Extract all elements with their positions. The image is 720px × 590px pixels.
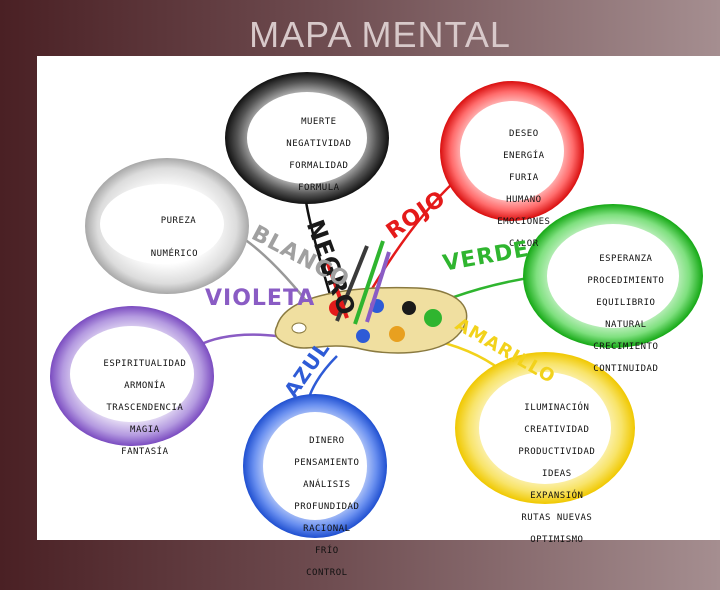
cloud-text-rojo: DESEO ENERGÍA FURIA HUMANO EMOCIONES CAL… bbox=[467, 118, 557, 261]
cloud-line: DINERO bbox=[309, 436, 345, 446]
cloud-line: PROFUNDIDAD bbox=[294, 502, 360, 512]
cloud-line: EQUILIBRIO bbox=[596, 298, 656, 308]
cloud-line: ENERGÍA bbox=[503, 151, 545, 161]
cloud-amarillo bbox=[455, 352, 635, 504]
cloud-line: TRASCENDENCIA bbox=[106, 403, 184, 413]
cloud-azul bbox=[243, 394, 387, 538]
cloud-line: FURIA bbox=[509, 173, 539, 183]
cloud-line: CRECIMIENTO bbox=[593, 342, 659, 352]
cloud-line: OPTIMISMO bbox=[530, 535, 584, 545]
mind-map-canvas: MUERTE NEGATIVIDAD FORMALIDAD FORMULA DE… bbox=[37, 56, 720, 578]
label-violeta: VIOLETA bbox=[205, 286, 316, 311]
cloud-line: MAGIA bbox=[130, 425, 160, 435]
cloud-line: EXPANSIÓN bbox=[530, 491, 584, 501]
cloud-line: ESPERANZA bbox=[599, 254, 653, 264]
cloud-line: NATURAL bbox=[605, 320, 647, 330]
cloud-line: EMOCIONES bbox=[497, 217, 551, 227]
cloud-line: CALOR bbox=[509, 239, 539, 249]
cloud-text-amarillo: ILUMINACIÓN CREATIVIDAD PRODUCTIVIDAD ID… bbox=[487, 392, 603, 557]
cloud-line: FANTASÍA bbox=[121, 447, 169, 457]
cloud-rojo bbox=[440, 81, 584, 221]
cloud-line: PENSAMIENTO bbox=[294, 458, 360, 468]
cloud-line: DESEO bbox=[509, 129, 539, 139]
cloud-line: ESPIRITUALIDAD bbox=[103, 359, 187, 369]
cloud-line: RACIONAL bbox=[303, 524, 351, 534]
cloud-line: CONTINUIDAD bbox=[593, 364, 659, 374]
cloud-blanco bbox=[85, 158, 249, 294]
cloud-line: FORMULA bbox=[298, 183, 340, 193]
slide-title: MAPA MENTAL bbox=[249, 14, 511, 55]
cloud-line: FRÍO bbox=[315, 546, 339, 556]
cloud-text-azul: DINERO PENSAMIENTO ANÁLISIS PROFUNDIDAD … bbox=[265, 425, 365, 590]
cloud-line: HUMANO bbox=[506, 195, 542, 205]
cloud-text-verde: ESPERANZA PROCEDIMIENTO EQUILIBRIO NATUR… bbox=[558, 243, 670, 386]
cloud-line: ANÁLISIS bbox=[303, 480, 351, 490]
cloud-negro bbox=[225, 72, 389, 204]
cloud-text-blanco: PUREZA NUMÉRICO bbox=[137, 205, 247, 271]
paint-palette-icon bbox=[274, 240, 468, 354]
cloud-verde bbox=[523, 204, 703, 348]
mind-map-diagram bbox=[50, 72, 703, 538]
cloud-line: PRODUCTIVIDAD bbox=[518, 447, 596, 457]
cloud-line: MUERTE bbox=[301, 117, 337, 127]
cloud-line: ARMONÍA bbox=[124, 381, 166, 391]
cloud-violeta bbox=[50, 306, 214, 446]
cloud-line: FORMALIDAD bbox=[289, 161, 349, 171]
cloud-line: CONTROL bbox=[306, 568, 348, 578]
cloud-text-violeta: ESPIRITUALIDAD ARMONÍA TRASCENDENCIA MAG… bbox=[77, 348, 189, 469]
cloud-line: CREATIVIDAD bbox=[524, 425, 590, 435]
cloud-line: NEGATIVIDAD bbox=[286, 139, 352, 149]
cloud-line: PUREZA bbox=[160, 216, 197, 226]
cloud-line: RUTAS NUEVAS bbox=[521, 513, 593, 523]
cloud-line: PROCEDIMIENTO bbox=[587, 276, 665, 286]
cloud-text-negro: MUERTE NEGATIVIDAD FORMALIDAD FORMULA bbox=[257, 106, 357, 205]
cloud-line: NUMÉRICO bbox=[150, 249, 199, 259]
cloud-line: IDEAS bbox=[542, 469, 572, 479]
cloud-line: ILUMINACIÓN bbox=[524, 403, 590, 413]
